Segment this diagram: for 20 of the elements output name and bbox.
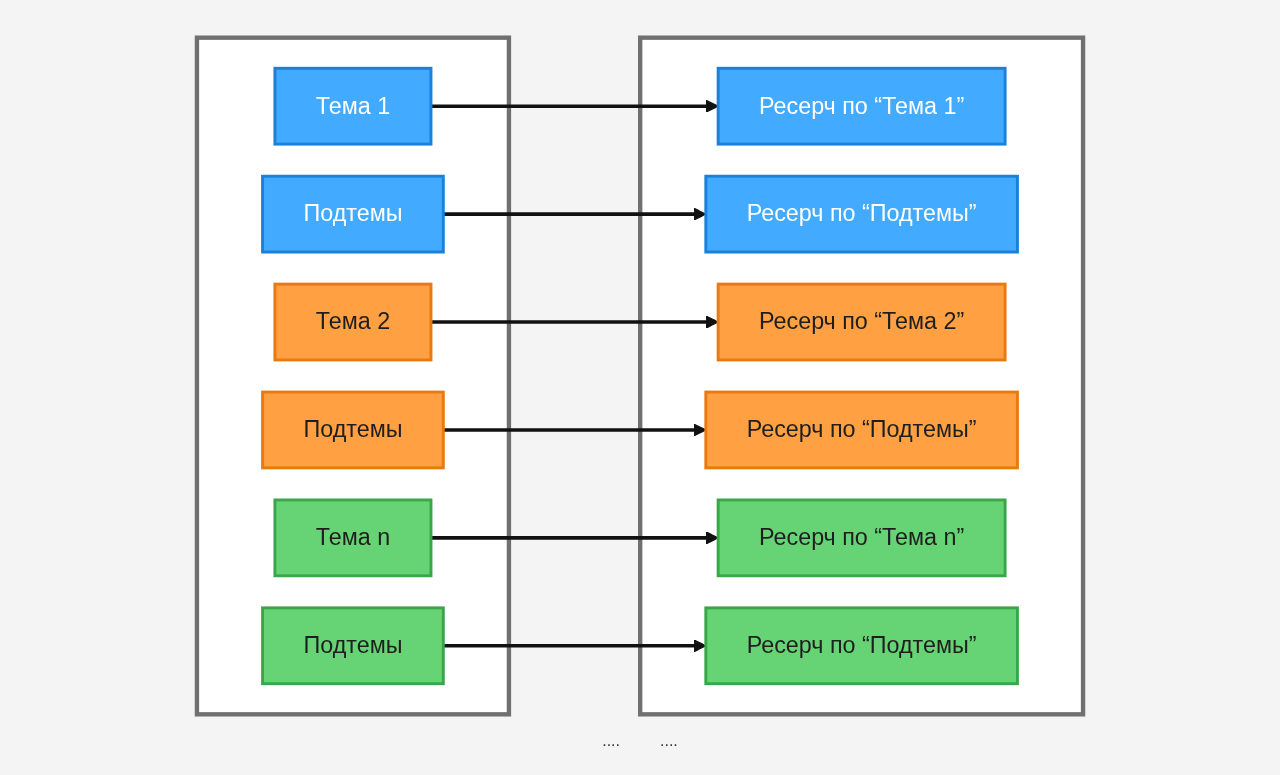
node-box <box>704 605 1019 685</box>
arrow <box>430 315 719 328</box>
node-box <box>261 605 445 685</box>
node-box <box>704 174 1019 253</box>
node-box <box>716 66 1007 146</box>
cluster <box>638 35 1086 717</box>
arrow <box>430 530 719 544</box>
node-box <box>261 390 445 469</box>
ellipsis-text: .... <box>660 731 678 750</box>
node-box <box>716 282 1007 361</box>
node-box <box>716 498 1007 577</box>
node-box <box>273 282 433 361</box>
node-box <box>704 390 1019 469</box>
node-box <box>273 66 433 146</box>
node-box <box>273 498 433 577</box>
cluster <box>194 35 512 717</box>
diagram: Тема 1 Подтемы Тема 2 Подтемы Тема n Подтемы Ресерч по “Тема 1” Ресерч по “Подтемы” Ресерч по “Тема 2” Ресерч по “Подтемы” Ресерч по “Тема n” Ресерч по “Подтемы” <box>20 25 1260 726</box>
arrow <box>430 99 719 113</box>
node-box <box>261 174 445 253</box>
ellipsis-text: .... <box>602 731 620 750</box>
